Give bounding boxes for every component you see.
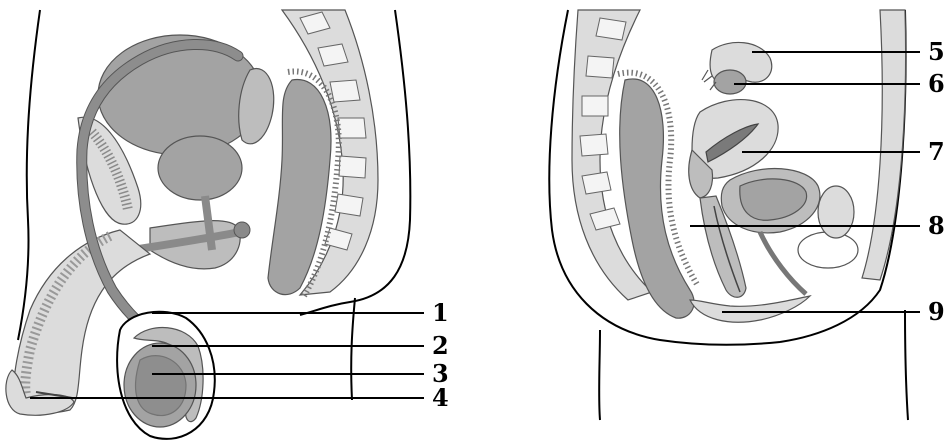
male-labels: 1 2 3 4 <box>432 298 449 412</box>
female-abdominal-wall <box>862 10 906 280</box>
label-5: 5 <box>928 37 945 66</box>
female-sagittal-section <box>549 10 908 420</box>
male-body-outline-front <box>18 10 40 340</box>
label-1: 1 <box>432 298 449 327</box>
label-2: 2 <box>432 331 449 360</box>
female-pubic-bone <box>798 232 858 268</box>
male-leader-lines <box>30 313 424 398</box>
female-urethra <box>760 232 806 294</box>
female-labels: 5 6 7 8 9 <box>928 37 945 326</box>
label-6: 6 <box>928 69 945 98</box>
female-leg-right <box>905 310 908 420</box>
label-7: 7 <box>928 137 945 166</box>
male-bulbourethral-gland <box>234 222 250 238</box>
female-leg-left <box>599 330 600 420</box>
female-perineum <box>690 296 810 322</box>
male-prostate <box>158 136 242 200</box>
female-pubic-symphysis <box>818 186 854 238</box>
female-ovary <box>714 70 746 94</box>
label-9: 9 <box>928 297 945 326</box>
label-4: 4 <box>432 383 449 412</box>
label-8: 8 <box>928 211 945 240</box>
male-rectum <box>268 80 331 295</box>
